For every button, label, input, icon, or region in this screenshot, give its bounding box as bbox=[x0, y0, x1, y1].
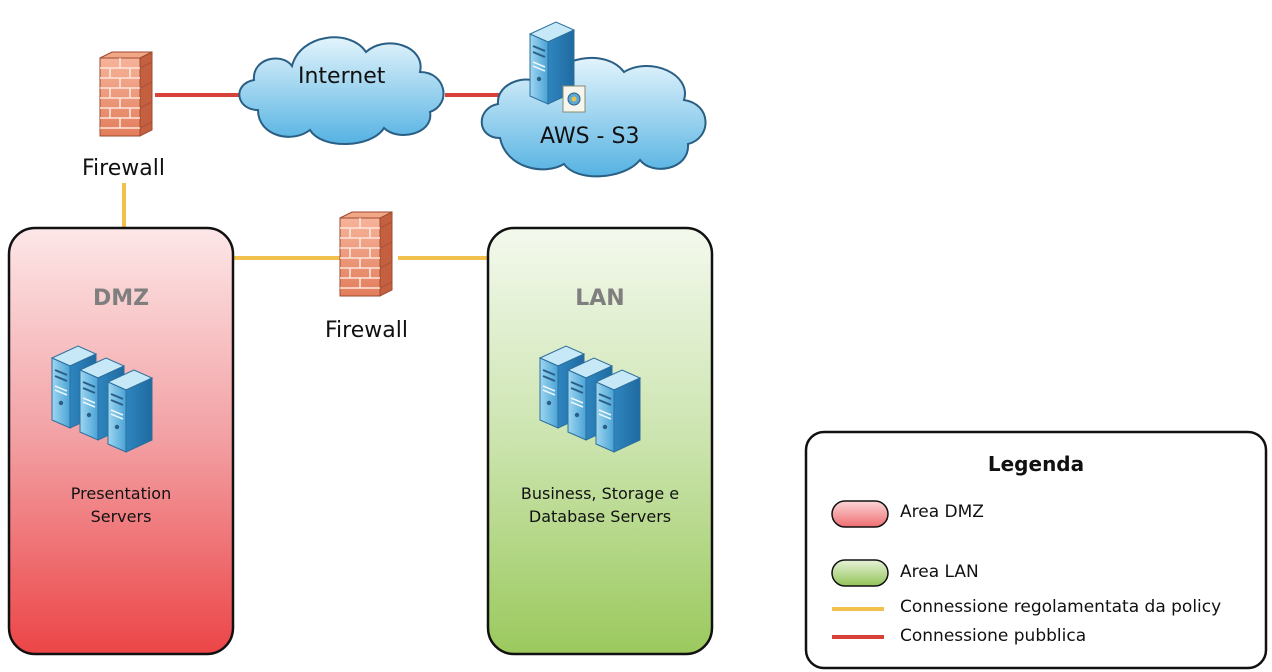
connection-lines bbox=[122, 93, 525, 260]
dmz-servers-label: Presentation Servers bbox=[9, 482, 233, 528]
internet-cloud-icon bbox=[238, 36, 445, 145]
legend-item-dmz: Area DMZ bbox=[900, 502, 984, 522]
dmz-servers-label-line1: Presentation bbox=[70, 484, 172, 503]
legend-swatch-dmz bbox=[831, 500, 889, 528]
firewall-mid-label: Firewall bbox=[325, 318, 408, 343]
dmz-servers-label-line2: Servers bbox=[90, 507, 152, 526]
legend-title: Legenda bbox=[987, 452, 1085, 476]
lan-title: LAN bbox=[575, 286, 625, 311]
aws-label: AWS - S3 bbox=[540, 124, 640, 149]
legend-item-lan: Area LAN bbox=[900, 562, 979, 582]
storage-icon bbox=[562, 85, 586, 113]
firewall-top-label: Firewall bbox=[82, 156, 165, 181]
legend-box bbox=[804, 430, 1268, 670]
legend-swatch-lan bbox=[831, 559, 889, 587]
lan-servers-label-line1: Business, Storage e bbox=[520, 484, 680, 503]
aws-cloud-icon bbox=[480, 57, 707, 178]
lan-servers-label: Business, Storage e Database Servers bbox=[488, 482, 712, 528]
internet-label: Internet bbox=[298, 64, 386, 89]
firewall-mid-icon bbox=[339, 211, 393, 297]
lan-servers-label-line2: Database Servers bbox=[528, 507, 672, 526]
legend-item-public: Connessione pubblica bbox=[900, 626, 1087, 646]
legend-item-policy: Connessione regolamentata da policy bbox=[900, 597, 1222, 617]
firewall-top-icon bbox=[99, 51, 153, 137]
dmz-title: DMZ bbox=[92, 286, 150, 311]
